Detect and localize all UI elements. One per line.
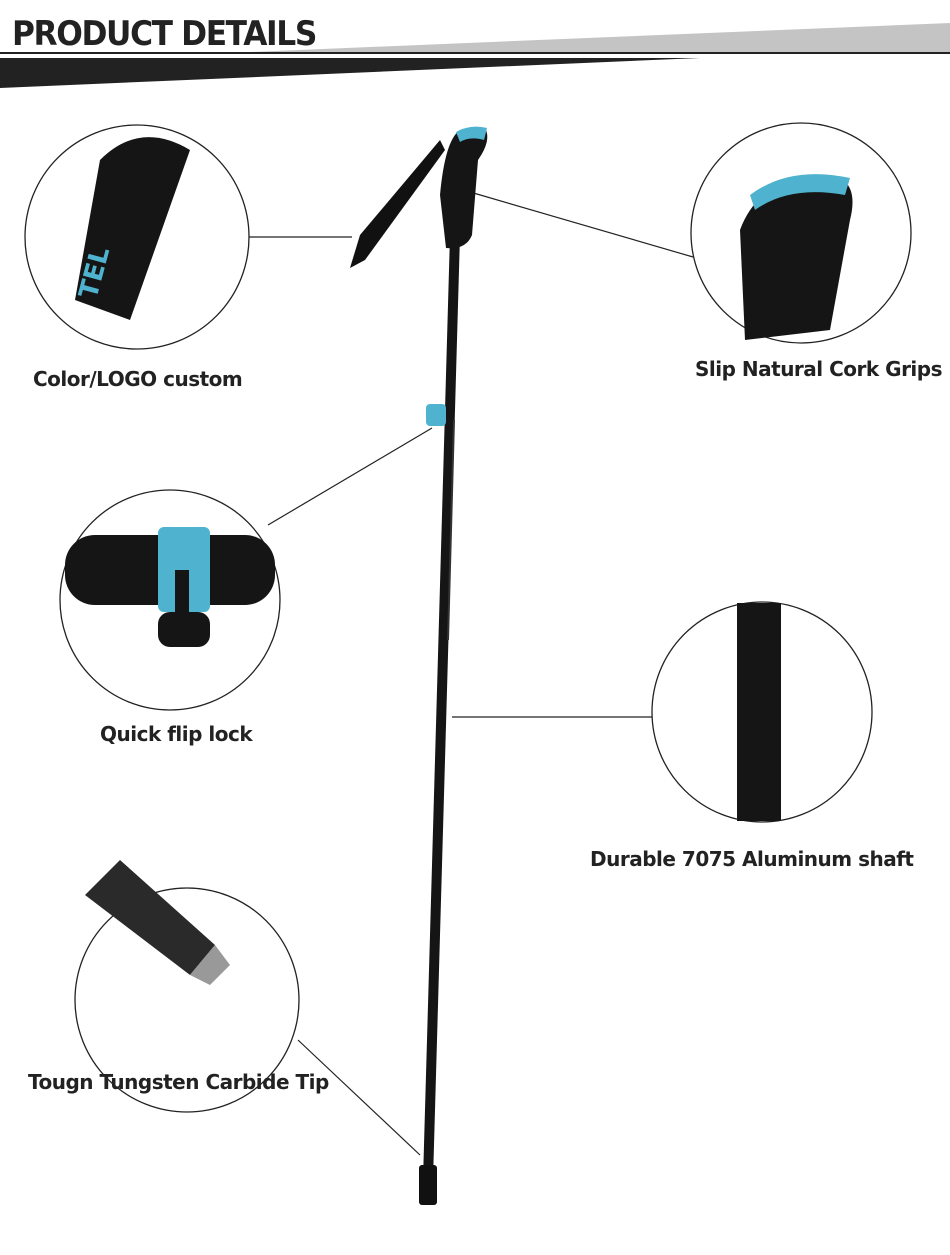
feature-label-logo: Color/LOGO custom [33, 367, 243, 391]
detail-circles: TEL [24, 122, 912, 1113]
circle-shaft-detail [651, 601, 873, 823]
grip-icon [440, 128, 488, 249]
feature-label-tip: Tougn Tungsten Carbide Tip [28, 1070, 329, 1094]
pole-tip-icon [419, 1165, 437, 1205]
circle-grip-detail [690, 122, 912, 344]
strap-icon [350, 140, 445, 268]
callout-lines [249, 191, 694, 1156]
feature-label-grips: Slip Natural Cork Grips [695, 357, 943, 381]
header-banner [0, 23, 950, 88]
circle-tip-detail [74, 860, 300, 1113]
feature-label-lock: Quick flip lock [100, 722, 253, 746]
trekking-pole [350, 126, 488, 1205]
flip-lock-icon [426, 404, 446, 426]
page-title: PRODUCT DETAILS [12, 14, 317, 54]
circle-flip-lock-detail [59, 489, 281, 711]
feature-label-shaft: Durable 7075 Aluminum shaft [590, 847, 914, 871]
circle-strap-detail: TEL [24, 124, 250, 350]
